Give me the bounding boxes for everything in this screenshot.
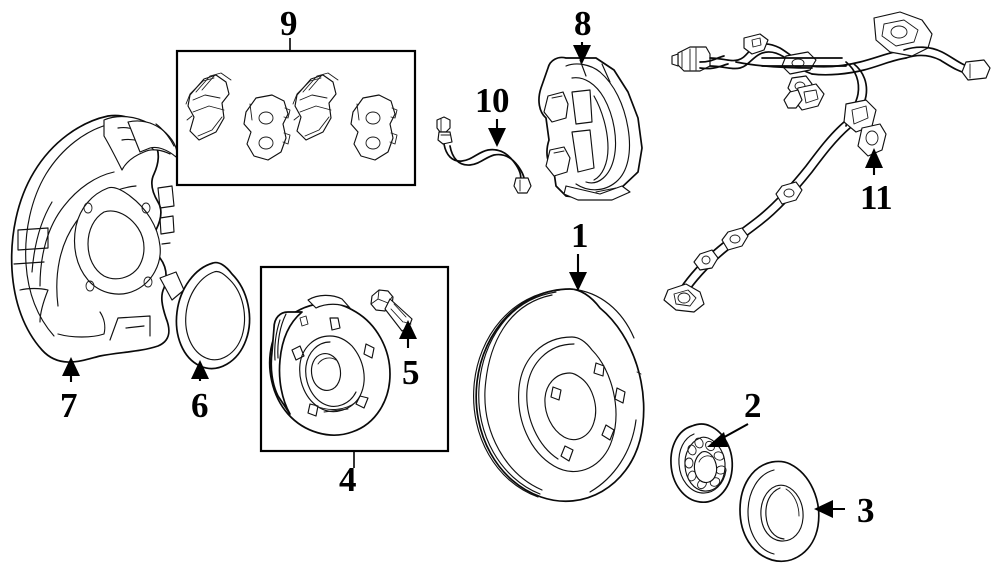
leader-2	[707, 423, 749, 447]
callout-number-1: 1	[571, 216, 589, 255]
part-hub-grease-cap	[739, 460, 820, 563]
callout-number-4: 4	[339, 460, 357, 499]
leader-3	[814, 500, 845, 518]
callout-number-2: 2	[744, 386, 762, 425]
part-brake-pad-set	[185, 72, 398, 161]
callout-number-8: 8	[574, 4, 592, 43]
brake-pad-set-box-frame	[175, 49, 417, 187]
part-abs-speed-sensor-harness	[663, 11, 991, 313]
callout-number-5: 5	[402, 353, 420, 392]
leader-1	[569, 254, 587, 291]
callout-number-10: 10	[475, 81, 510, 120]
callout-number-3: 3	[857, 491, 875, 530]
callout-number-11: 11	[860, 178, 893, 217]
part-wheel-stud-bolt	[370, 289, 413, 332]
leader-11	[865, 148, 883, 175]
part-brake-splash-shield	[10, 114, 185, 363]
callout-number-9: 9	[280, 4, 298, 43]
leader-5	[399, 320, 417, 348]
leader-7	[62, 357, 80, 382]
callout-number-6: 6	[191, 386, 209, 425]
leader-6	[191, 360, 209, 381]
leader-10	[488, 119, 506, 147]
callout-number-7: 7	[60, 386, 78, 425]
part-oil-seal-ring	[175, 261, 251, 370]
part-wheel-hub-assembly	[268, 294, 391, 436]
part-brake-flexible-hose	[436, 116, 532, 194]
leader-8	[573, 42, 591, 64]
part-brake-caliper	[538, 56, 643, 201]
part-brake-rotor-disc	[473, 288, 645, 502]
